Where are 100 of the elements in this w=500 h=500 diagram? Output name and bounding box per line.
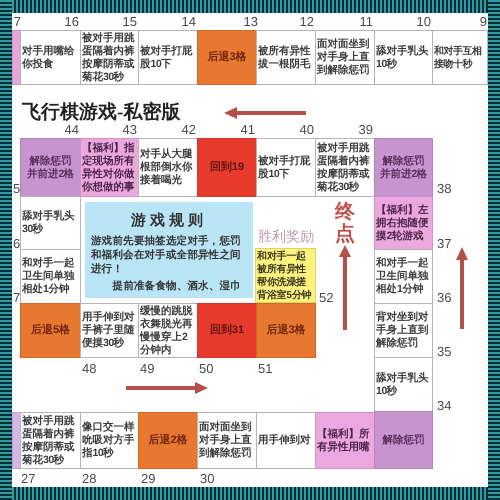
square-text: 【福利】左拥右抱随便摸2轮游戏: [376, 204, 430, 242]
square-number: 13: [244, 14, 258, 29]
arrow: [339, 245, 351, 330]
square-number: 6: [13, 236, 20, 251]
square-number: 40: [300, 122, 314, 137]
board-square: [374, 30, 433, 85]
square-number: 7: [13, 290, 20, 305]
square-number: 39: [358, 122, 373, 137]
board-square: [197, 138, 257, 197]
square-text: 和对手一起卫生间单独相处1分钟: [376, 257, 430, 296]
square-text: 面对面坐到对手身上直到解除惩罚: [317, 38, 370, 77]
board-square: [374, 249, 433, 304]
square-text: 被所有异性拔一根阴毛: [258, 44, 312, 70]
square-number: 50: [199, 361, 214, 376]
square-text: 缓慢的跳脱衣舞脱光再慢慢穿上2分钟内: [140, 304, 194, 356]
square-text: 后退2格: [147, 434, 189, 447]
board-square: [138, 30, 198, 85]
board-square: [315, 412, 375, 469]
square-number: 30: [200, 471, 214, 486]
square-text: 被对手打屁股10下: [258, 154, 312, 180]
square-number: 37: [437, 236, 452, 251]
board-square: [20, 303, 81, 358]
board-square: [138, 412, 198, 469]
square-text: 和对手一起卫生间单独相处1分钟: [22, 257, 76, 296]
rules-heading: 游戏规则: [130, 212, 208, 230]
square-number: 27: [21, 471, 36, 486]
board-square: [374, 411, 433, 469]
square-number: 48: [82, 361, 96, 376]
board-square: [256, 30, 316, 85]
square-text: 像口交一样吮吸对方手指10秒: [82, 421, 136, 460]
square-text: 对手从大腿根部倒水你接着喝光: [140, 148, 194, 187]
board-square: [197, 30, 257, 85]
square-text: 面对面坐到对手身上直到解除惩罚: [199, 421, 252, 460]
board-square: [374, 196, 433, 250]
square-text: 解除惩罚并前进2格: [379, 154, 428, 180]
square-number: 44: [64, 122, 79, 137]
square-text: 被对手用跳蛋隔着内裤按摩阴蒂或菊花30秒: [22, 414, 76, 466]
board-square: [80, 412, 139, 469]
board-square: [20, 30, 81, 85]
board-square: [315, 30, 375, 85]
square-text: 被对手打屁股10下: [140, 44, 194, 70]
square-text: 对手用嘴给你投食: [22, 44, 76, 70]
square-number: 28: [82, 471, 96, 486]
finish-label: 终点: [335, 201, 355, 245]
square-text: 舔对手乳头10秒: [376, 44, 430, 70]
board-square: [80, 303, 139, 358]
rules-text: 游戏前先要抽签选定对手，惩罚和福利会在对手或全部异性之间进行！: [90, 234, 242, 276]
square-number: 51: [258, 361, 272, 376]
square-number: 52: [319, 290, 334, 305]
board-square: [256, 138, 316, 197]
board-square: [20, 138, 81, 197]
board-square: [138, 138, 198, 197]
square-number: 38: [437, 181, 452, 196]
square-text: 后退5格: [30, 324, 72, 337]
square-number: 9: [480, 14, 487, 29]
square-number: 16: [64, 14, 79, 29]
board-square: [374, 303, 433, 358]
board-square: [256, 412, 316, 469]
square-text: 解除惩罚: [381, 434, 426, 446]
square-number: 15: [122, 14, 137, 29]
square-number: 7: [14, 14, 21, 29]
square-text: 用手伸到对手裤子里随便摸30秒: [82, 311, 136, 350]
rules-panel: [85, 202, 253, 298]
square-text: 背对坐到对手身上直到解除惩罚: [376, 311, 430, 350]
board-square: [374, 357, 433, 412]
board-square: [432, 30, 488, 85]
board-square: [197, 303, 257, 358]
square-text: 被对手用跳蛋隔着内裤按摩阴蒂或菊花30秒: [82, 32, 136, 84]
square-text: 解除惩罚并前进2格: [26, 154, 75, 180]
square-text: 【福利】所有异性用嘴: [317, 428, 370, 454]
square-text: 后退3格: [265, 324, 307, 337]
board-square: [374, 138, 433, 197]
square-number: 14: [182, 14, 196, 29]
square-number: 12: [300, 14, 314, 29]
title: 飞行棋游戏-私密版: [22, 100, 180, 124]
square-number: 34: [437, 398, 452, 413]
square-text: 被对手用跳蛋隔着内裤按摩阴蒂或菊花30秒: [317, 142, 370, 194]
square-number: 35: [437, 344, 452, 359]
square-number: 42: [182, 122, 196, 137]
square-text: 用手伸到对: [258, 434, 312, 447]
square-number: 10: [416, 14, 431, 29]
square-text: 后退3格: [206, 51, 248, 64]
board-square: [20, 249, 81, 304]
square-text: 回到19: [208, 161, 246, 174]
square-text: 【福利】指定现场所有异性对你做你想做的事: [82, 142, 136, 194]
reward-heading: 胜利奖励: [258, 228, 314, 245]
square-number: 29: [141, 471, 156, 486]
square-number: 5: [13, 181, 20, 196]
board-square: [20, 196, 81, 250]
square-text: 和对手互相接吻十秒: [434, 44, 482, 70]
board-square: [256, 303, 316, 358]
square-text: 和对手一起被所有异性帮你洗澡搓背浴室5分钟: [257, 250, 312, 302]
rules-note: 提前准备食物、酒水、湿巾: [111, 279, 242, 293]
square-number: 11: [360, 14, 373, 29]
square-text: 舔对手乳头10秒: [376, 372, 430, 398]
square-number: 36: [437, 290, 452, 305]
square-number: 41: [240, 122, 255, 137]
board-square: [20, 412, 81, 469]
square-number: 49: [140, 361, 154, 376]
square-text: 舔对手乳头30秒: [22, 210, 76, 236]
